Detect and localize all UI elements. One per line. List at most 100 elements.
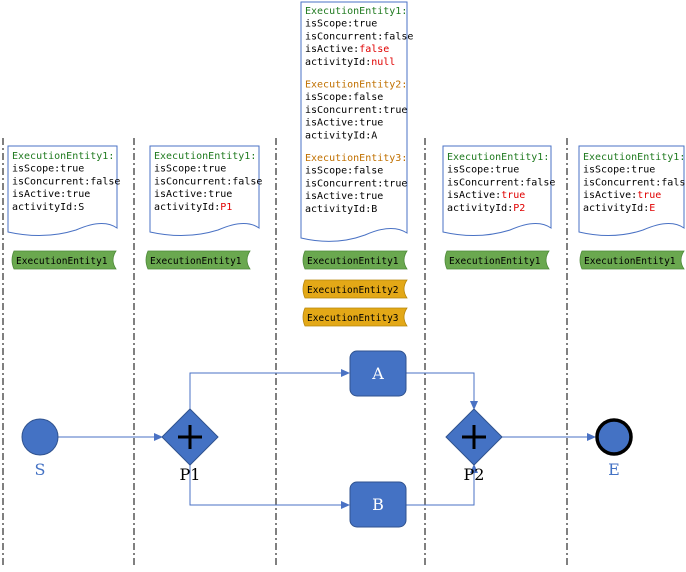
note-shape bbox=[578, 145, 685, 237]
state-note-s: ExecutionEntity1:isScope:trueisConcurren… bbox=[7, 145, 120, 237]
property-value: false bbox=[661, 177, 686, 188]
execution-ribbon bbox=[579, 250, 685, 270]
property-key: activityId: bbox=[305, 57, 371, 68]
execution-ribbon-label: ExecutionEntity1 bbox=[584, 256, 676, 267]
task-a-label: A bbox=[371, 364, 384, 383]
flow-b-to-p2 bbox=[406, 464, 478, 506]
property-value: false bbox=[353, 92, 383, 103]
parallel-gateway-p2[interactable] bbox=[445, 408, 503, 466]
property-key: isScope: bbox=[154, 164, 202, 175]
property-key: isScope: bbox=[583, 165, 631, 176]
property-key: isActive: bbox=[305, 118, 359, 129]
property-key: isConcurrent: bbox=[583, 177, 661, 188]
property-value: true bbox=[631, 165, 655, 176]
entity-property: isActive:true bbox=[305, 191, 383, 202]
property-key: isScope: bbox=[305, 166, 353, 177]
sequence-flows bbox=[58, 369, 596, 509]
entity-property: activityId:P1 bbox=[154, 202, 232, 213]
entity-property: activityId:P2 bbox=[447, 203, 525, 214]
entity-property: isScope:false bbox=[305, 92, 383, 103]
property-key: isConcurrent: bbox=[447, 177, 525, 188]
property-key: isActive: bbox=[12, 189, 66, 200]
entity-property: isScope:true bbox=[154, 164, 226, 175]
entity-property: isConcurrent:false bbox=[447, 177, 555, 188]
property-key: isScope: bbox=[12, 164, 60, 175]
property-key: isScope: bbox=[447, 165, 495, 176]
entity-property: isScope:true bbox=[12, 164, 84, 175]
property-value: P1 bbox=[220, 202, 232, 213]
gateway-p2-label: P2 bbox=[464, 465, 485, 484]
note-shape bbox=[7, 145, 118, 237]
property-key: activityId: bbox=[583, 203, 649, 214]
entity-property: activityId:A bbox=[305, 130, 377, 141]
execution-ribbon-label: ExecutionEntity1 bbox=[150, 256, 242, 267]
task-b[interactable] bbox=[349, 481, 407, 528]
start-event[interactable] bbox=[21, 418, 59, 456]
property-value: true bbox=[60, 164, 84, 175]
property-value: true bbox=[359, 118, 383, 129]
property-key: isConcurrent: bbox=[305, 178, 383, 189]
property-value: S bbox=[78, 202, 84, 213]
entity-property: isScope:true bbox=[583, 165, 655, 176]
property-key: activityId: bbox=[154, 202, 220, 213]
property-value: true bbox=[208, 189, 232, 200]
entity-property: activityId:B bbox=[305, 204, 377, 215]
entity-property: isActive:true bbox=[305, 118, 383, 129]
entity-property: activityId:E bbox=[583, 203, 655, 214]
entity-property: isConcurrent:true bbox=[305, 105, 407, 116]
entity-property: isScope:true bbox=[305, 19, 377, 30]
entity-name: ExecutionEntity1: bbox=[12, 151, 114, 162]
property-value: A bbox=[371, 130, 377, 141]
task-b-label: B bbox=[372, 495, 384, 514]
plus-icon bbox=[178, 425, 202, 449]
property-value: true bbox=[66, 189, 90, 200]
property-key: activityId: bbox=[305, 204, 371, 215]
property-value: false bbox=[359, 44, 389, 55]
execution-ribbon-label: ExecutionEntity1 bbox=[16, 256, 108, 267]
state-note-ab: ExecutionEntity1:isScope:trueisConcurren… bbox=[300, 1, 413, 242]
execution-ribbon bbox=[302, 279, 408, 299]
entity-property: isConcurrent:false bbox=[583, 177, 686, 188]
property-value: B bbox=[371, 204, 377, 215]
property-value: true bbox=[353, 19, 377, 30]
execution-ribbon-label: ExecutionEntity3 bbox=[307, 313, 399, 324]
property-value: true bbox=[501, 190, 525, 201]
execution-ribbon bbox=[444, 250, 550, 270]
parallel-gateway-p1[interactable] bbox=[161, 408, 219, 466]
entity-property: activityId:S bbox=[12, 202, 84, 213]
property-key: isConcurrent: bbox=[154, 176, 232, 187]
property-value: true bbox=[202, 164, 226, 175]
gateway-p1-label: P1 bbox=[180, 465, 201, 484]
property-value: true bbox=[383, 105, 407, 116]
entity-name: ExecutionEntity3: bbox=[305, 153, 407, 164]
entity-name: ExecutionEntity1: bbox=[583, 152, 685, 163]
entity-name: ExecutionEntity1: bbox=[154, 151, 256, 162]
end-event[interactable] bbox=[595, 418, 633, 456]
entity-name: ExecutionEntity1: bbox=[305, 6, 407, 17]
entity-name: ExecutionEntity2: bbox=[305, 80, 407, 91]
entity-property: isConcurrent:false bbox=[12, 176, 120, 187]
note-shape bbox=[300, 1, 408, 242]
property-key: isActive: bbox=[154, 189, 208, 200]
entity-property: isActive:true bbox=[447, 190, 525, 201]
property-key: isActive: bbox=[583, 190, 637, 201]
entity-property: isActive:true bbox=[583, 190, 661, 201]
property-key: isConcurrent: bbox=[12, 176, 90, 187]
property-key: isConcurrent: bbox=[305, 105, 383, 116]
entity-property: isActive:false bbox=[305, 44, 389, 55]
entity-property: isScope:true bbox=[447, 165, 519, 176]
execution-ribbon bbox=[145, 250, 251, 270]
execution-ribbon-label: ExecutionEntity2 bbox=[307, 285, 399, 296]
task-a[interactable] bbox=[349, 350, 407, 397]
property-key: isScope: bbox=[305, 19, 353, 30]
entity-property: isConcurrent:false bbox=[305, 31, 413, 42]
note-shape bbox=[149, 145, 260, 237]
entity-property: isConcurrent:true bbox=[305, 178, 407, 189]
flow-p1-to-a bbox=[189, 369, 350, 409]
property-value: E bbox=[649, 203, 655, 214]
flow-a-to-p2 bbox=[406, 372, 478, 410]
property-value: null bbox=[371, 57, 395, 68]
state-note-p1: ExecutionEntity1:isScope:trueisConcurren… bbox=[149, 145, 262, 237]
property-value: false bbox=[525, 177, 555, 188]
